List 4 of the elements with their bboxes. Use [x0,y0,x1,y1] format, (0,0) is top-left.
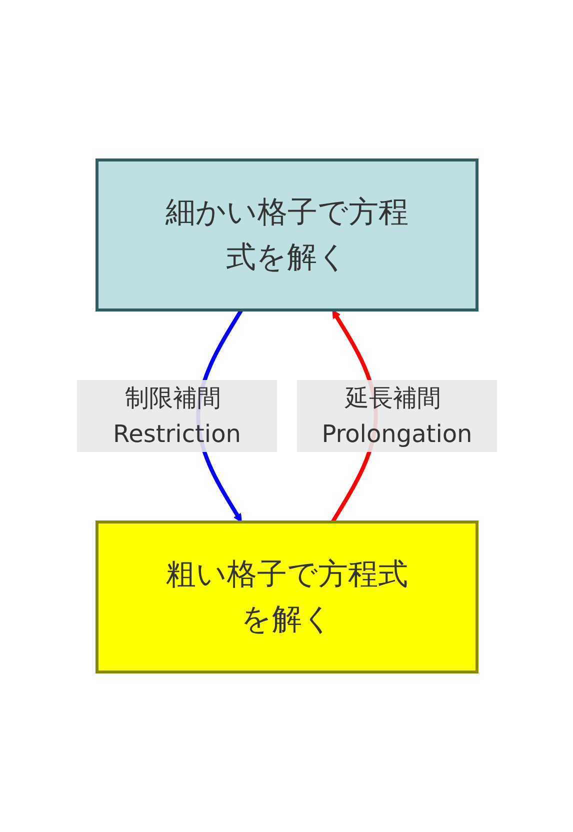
edge-label: 延長補間 Prolongation [321,384,472,448]
edge-label: 制限補間 Restriction [112,384,240,448]
node-box: 粗い格子で方程式を解く [95,520,478,674]
node-box: 細かい格子で方程式を解く [95,158,478,312]
